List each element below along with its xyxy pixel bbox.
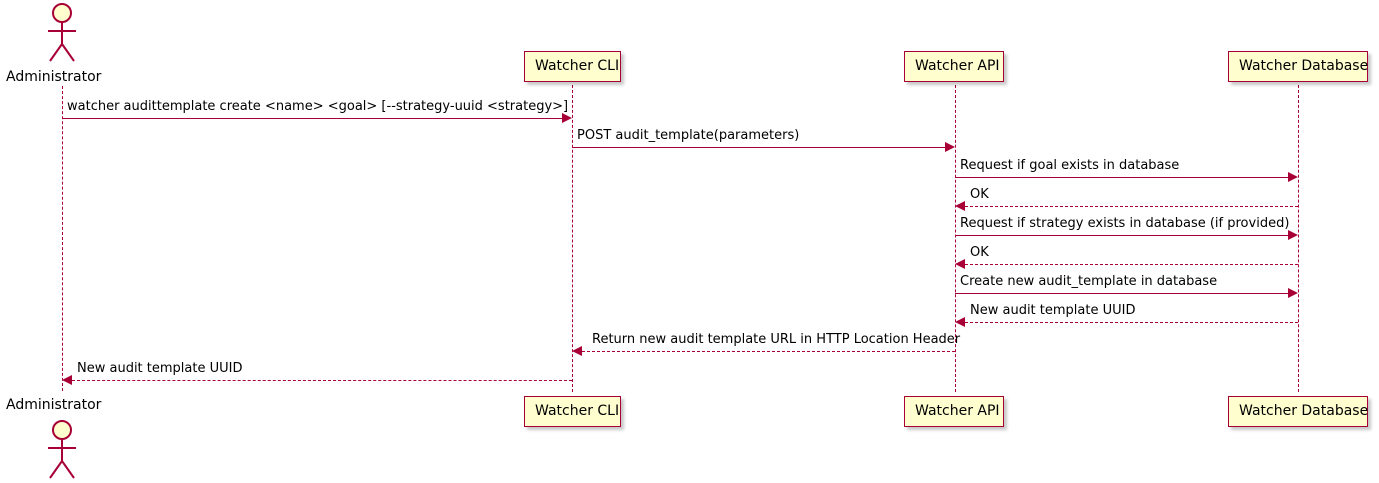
message-9-line bbox=[582, 351, 955, 352]
participant-watcher-api-bottom: Watcher API bbox=[904, 396, 1004, 427]
message-6-label: OK bbox=[970, 245, 989, 260]
message-7-line bbox=[955, 293, 1288, 294]
message-10-arrowhead bbox=[62, 375, 72, 385]
lifeline-watcher-api bbox=[955, 85, 956, 392]
message-5-arrowhead bbox=[1288, 230, 1298, 240]
actor-figure-icon bbox=[48, 420, 76, 479]
message-1-arrowhead bbox=[562, 113, 572, 123]
message-4-arrowhead bbox=[955, 201, 965, 211]
message-8-line bbox=[965, 322, 1298, 323]
participant-watcher-database-bottom: Watcher Database bbox=[1228, 396, 1368, 427]
message-7-label: Create new audit_template in database bbox=[960, 274, 1218, 289]
message-5-line bbox=[955, 235, 1288, 236]
participant-watcher-cli-top: Watcher CLI bbox=[524, 51, 621, 82]
actor-figure-icon bbox=[48, 3, 76, 62]
message-2-line bbox=[572, 147, 945, 148]
message-4-line bbox=[965, 206, 1298, 207]
message-5-label: Request if strategy exists in database (… bbox=[960, 216, 1290, 231]
lifeline-watcher-database bbox=[1298, 85, 1299, 392]
message-4-label: OK bbox=[970, 187, 989, 202]
actor-label-administrator-bottom: Administrator bbox=[6, 397, 102, 413]
message-7-arrowhead bbox=[1288, 288, 1298, 298]
message-9-label: Return new audit template URL in HTTP Lo… bbox=[592, 332, 961, 347]
message-3-arrowhead bbox=[1288, 172, 1298, 182]
message-9-arrowhead bbox=[572, 346, 582, 356]
lifeline-administrator bbox=[62, 86, 63, 391]
message-10-label: New audit template UUID bbox=[77, 361, 243, 376]
actor-label-administrator-top: Administrator bbox=[6, 69, 102, 85]
message-2-arrowhead bbox=[945, 142, 955, 152]
lifeline-watcher-cli bbox=[572, 85, 573, 392]
message-6-arrowhead bbox=[955, 259, 965, 269]
message-2-label: POST audit_template(parameters) bbox=[577, 128, 800, 143]
message-10-line bbox=[72, 380, 572, 381]
message-6-line bbox=[965, 264, 1298, 265]
actor-administrator-bottom bbox=[40, 419, 86, 483]
participant-watcher-api-top: Watcher API bbox=[904, 51, 1004, 82]
message-1-line bbox=[62, 118, 562, 119]
message-8-arrowhead bbox=[955, 317, 965, 327]
participant-watcher-cli-bottom: Watcher CLI bbox=[524, 396, 621, 427]
message-3-label: Request if goal exists in database bbox=[960, 158, 1180, 173]
actor-administrator-top bbox=[40, 2, 86, 68]
message-3-line bbox=[955, 177, 1288, 178]
message-1-label: watcher audittemplate create <name> <goa… bbox=[67, 99, 569, 114]
participant-watcher-database-top: Watcher Database bbox=[1228, 51, 1368, 82]
message-8-label: New audit template UUID bbox=[970, 303, 1136, 318]
